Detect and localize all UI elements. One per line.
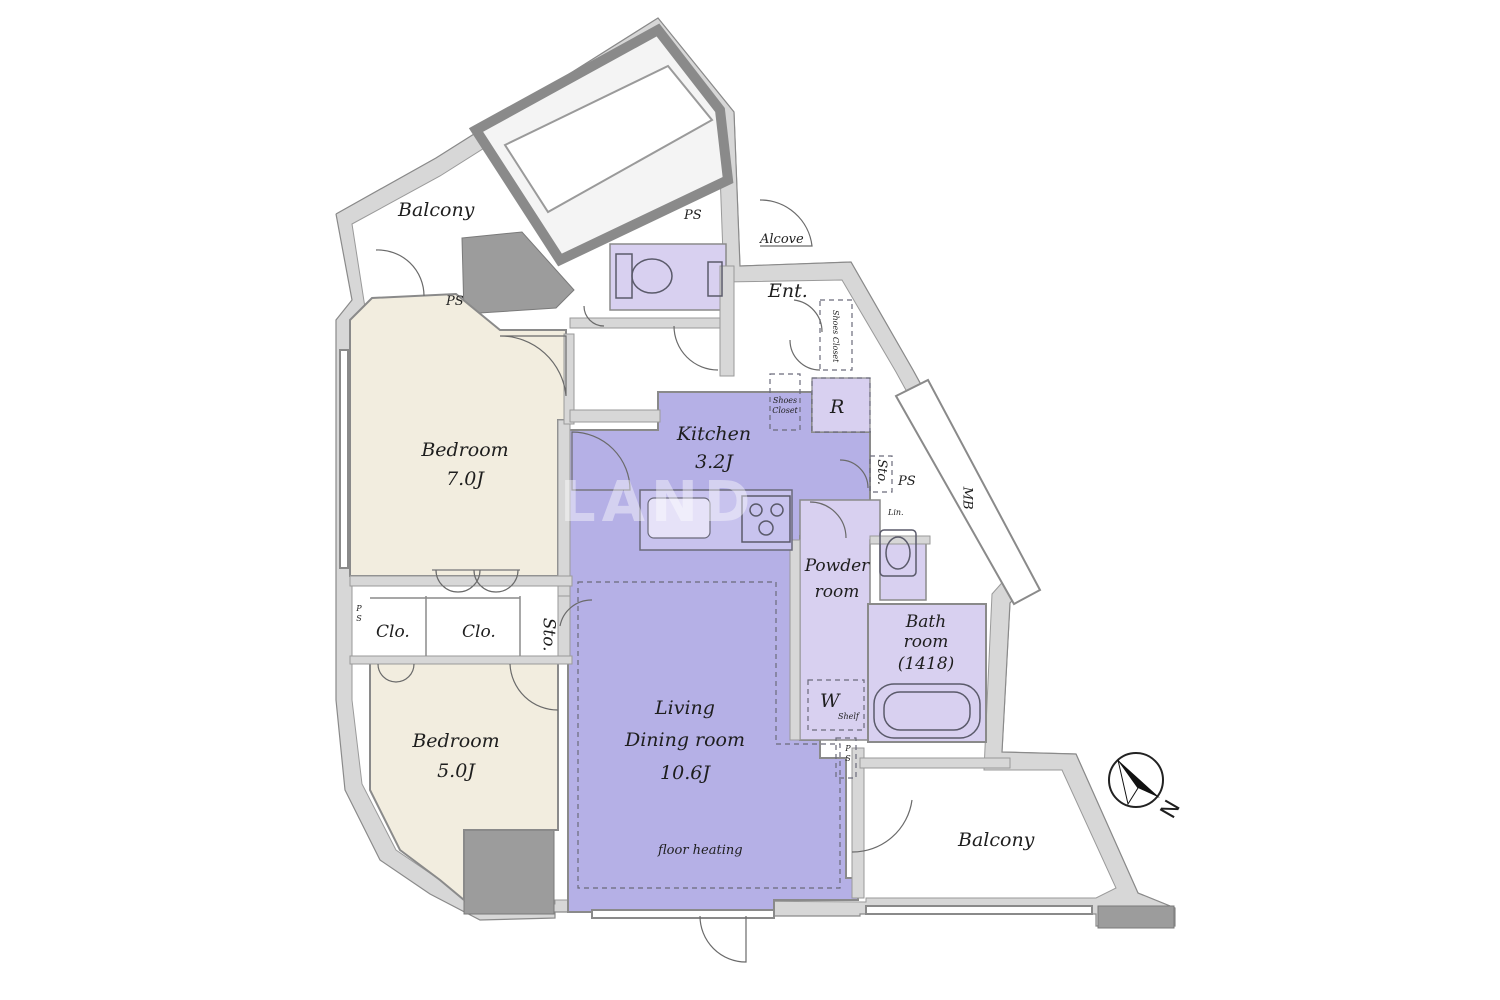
- bedroom-1-name: Bedroom: [421, 439, 509, 461]
- kitchen-name: Kitchen: [676, 423, 752, 445]
- sto-kitchen-label: Sto.: [874, 459, 890, 486]
- toilet-fill: [609, 243, 727, 311]
- closet-partitions: [370, 569, 521, 656]
- shelf-label: Shelf: [838, 712, 859, 721]
- toilet-icon: [615, 253, 723, 299]
- ps-bath-label: P S: [845, 744, 851, 763]
- interior-walls: [349, 265, 1011, 899]
- washer-label: W: [820, 690, 840, 712]
- bathroom-line3: (1418): [897, 654, 955, 674]
- bedroom-2-fill: [369, 661, 559, 903]
- bedroom-2-size: 5.0J: [437, 760, 475, 782]
- stove-icon: [741, 495, 791, 543]
- balcony-bottom-label: Balcony: [958, 829, 1035, 851]
- floor-heating-label: floor heating: [658, 843, 743, 858]
- ps-bedroom-label: P S: [356, 604, 362, 623]
- ps-left-label: PS: [446, 294, 464, 309]
- compass-icon: [1108, 752, 1164, 808]
- lin-label: Lin.: [888, 508, 904, 517]
- bedroom-1-size: 7.0J: [446, 468, 484, 490]
- doors: [375, 199, 913, 963]
- ps-top-label: PS: [684, 208, 702, 223]
- closet-2-label: Clo.: [462, 622, 496, 642]
- living-size: 10.6J: [660, 762, 710, 784]
- powder-room-line1: Powder: [804, 556, 870, 576]
- living-line1: Living: [655, 697, 715, 719]
- dashed-outlines: [577, 299, 893, 889]
- windows: [339, 349, 1093, 919]
- balcony-top-label: Balcony: [398, 199, 475, 221]
- powder-room-line2: room: [814, 582, 860, 602]
- alcove-label: Alcove: [760, 232, 804, 247]
- bathroom-line2: room: [903, 632, 949, 652]
- kitchen-sink: [647, 497, 711, 539]
- bathroom-line1: Bath: [905, 612, 947, 632]
- bedroom-2-name: Bedroom: [412, 730, 500, 752]
- entrance-label: Ent.: [768, 280, 808, 302]
- kitchen-counter: [639, 489, 793, 551]
- bathroom-fill: [867, 603, 987, 743]
- refrigerator-label: R: [830, 396, 845, 418]
- closet-1-label: Clo.: [376, 622, 410, 642]
- fridge-fill: [811, 377, 871, 433]
- ps-kitchen-label: PS: [898, 474, 916, 489]
- watermark: LAND: [560, 470, 757, 535]
- kitchen-size: 3.2J: [695, 451, 733, 473]
- washbasin-icon: [879, 529, 917, 577]
- bathtub-icon: [873, 683, 981, 739]
- column-bottom: [463, 829, 555, 915]
- balcony-top-inner: [503, 64, 714, 214]
- shoes-closet-upper-label: Shoes Closet: [831, 310, 840, 363]
- sto-bedroom-label: Sto.: [538, 617, 559, 652]
- mb-label: MB: [959, 486, 975, 510]
- column-balcony: [1097, 905, 1175, 929]
- living-line2: Dining room: [624, 729, 746, 751]
- shoes-closet-lower-label: Shoes Closet: [772, 396, 798, 415]
